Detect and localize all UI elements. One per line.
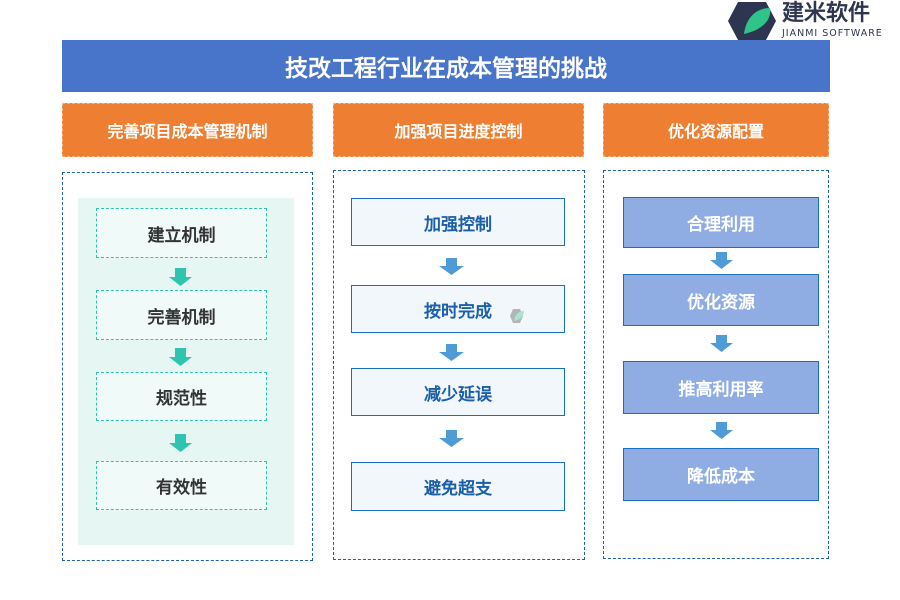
- step-box: 加强控制: [351, 198, 565, 246]
- step-box: 避免超支: [351, 462, 565, 511]
- column-header-1: 完善项目成本管理机制: [62, 103, 313, 157]
- logo-icon: [728, 2, 776, 40]
- page-title: 技改工程行业在成本管理的挑战: [62, 40, 830, 92]
- step-box: 有效性: [96, 461, 267, 510]
- step-box: 完善机制: [96, 290, 267, 340]
- step-box: 规范性: [96, 372, 267, 421]
- column-container-2: [333, 170, 585, 560]
- column-header-2: 加强项目进度控制: [333, 103, 584, 157]
- column-header-3: 优化资源配置: [603, 103, 829, 157]
- step-box: 减少延误: [351, 368, 565, 416]
- step-box: 建立机制: [96, 208, 267, 258]
- logo-text: 建米软件 JIANMI SOFTWARE: [782, 1, 883, 39]
- logo: 建米软件 JIANMI SOFTWARE: [726, 1, 898, 41]
- column-container-1: [62, 172, 313, 561]
- step-box: 优化资源: [623, 274, 819, 326]
- step-box: 推高利用率: [623, 361, 819, 414]
- logo-subtitle: JIANMI SOFTWARE: [782, 28, 883, 39]
- step-box: 按时完成: [351, 285, 565, 333]
- step-box: 合理利用: [623, 197, 819, 248]
- logo-name: 建米软件: [782, 1, 871, 26]
- step-box: 降低成本: [623, 448, 819, 501]
- column-container-3: [603, 170, 829, 559]
